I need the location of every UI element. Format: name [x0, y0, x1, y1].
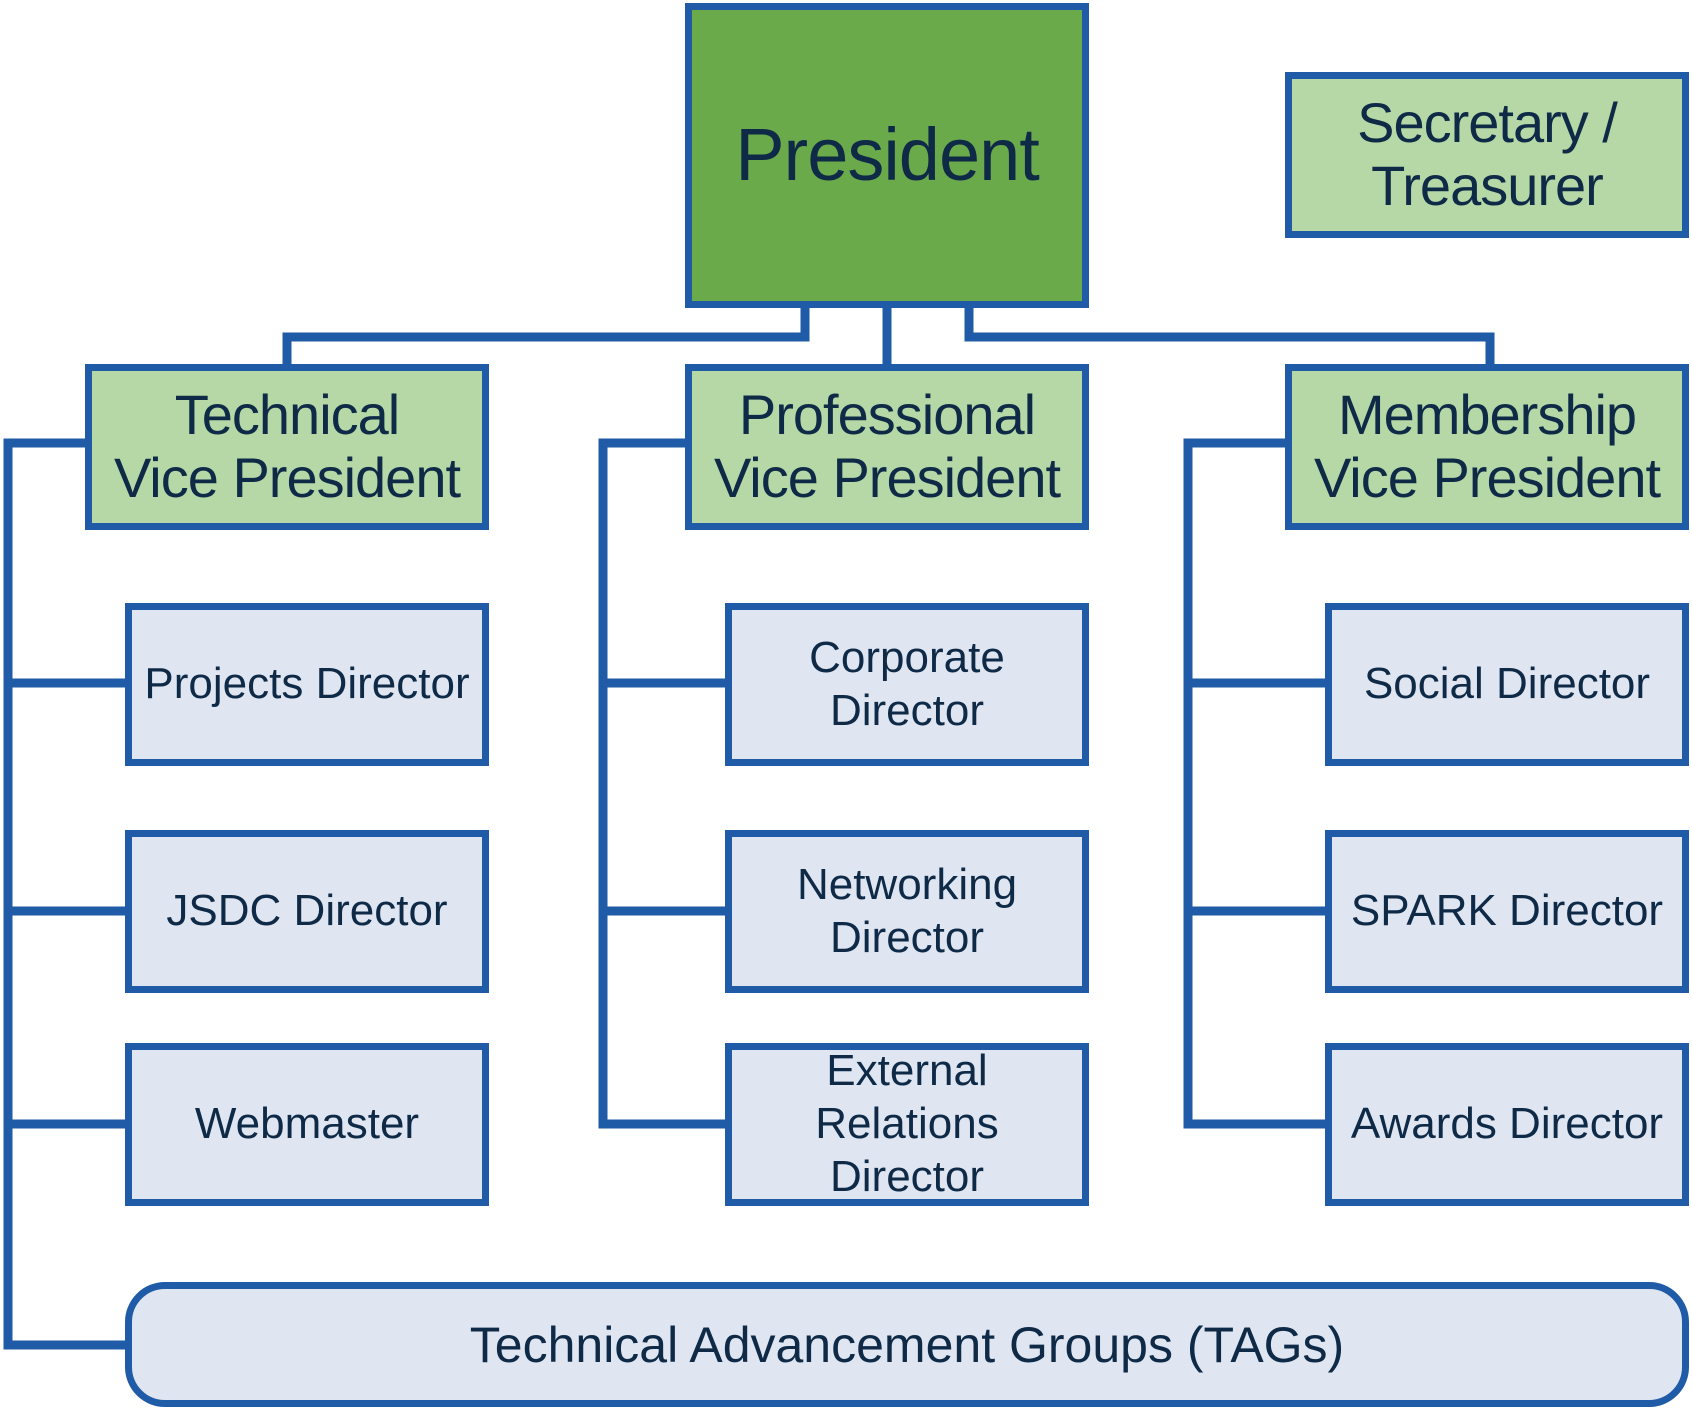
spark-director-box: SPARK Director [1325, 830, 1689, 993]
external-relations-director-box: External Relations Director [725, 1043, 1089, 1206]
webmaster-label: Webmaster [194, 1099, 420, 1149]
secretary-treasurer-box: Secretary / Treasurer [1285, 72, 1689, 238]
connector-president-membership-vp [964, 300, 1495, 372]
webmaster-box: Webmaster [125, 1043, 489, 1206]
tags-label: Technical Advancement Groups (TAGs) [469, 1316, 1345, 1373]
membership-vp-label: Membership Vice President [1313, 383, 1661, 509]
secretary-treasurer-label: Secretary / Treasurer [1357, 91, 1618, 217]
technical-vp-box: Technical Vice President [85, 364, 489, 530]
president-label: President [735, 113, 1040, 197]
connector-president-technical-vp [282, 300, 810, 372]
projects-director-box: Projects Director [125, 603, 489, 766]
social-director-label: Social Director [1363, 659, 1651, 709]
awards-director-label: Awards Director [1350, 1099, 1664, 1149]
awards-director-box: Awards Director [1325, 1043, 1689, 1206]
social-director-box: Social Director [1325, 603, 1689, 766]
corporate-director-label: Corporate Director [809, 632, 1005, 735]
networking-director-label: Networking Director [796, 859, 1018, 962]
projects-director-label: Projects Director [144, 659, 470, 709]
connector-membership-spine [1183, 438, 1332, 1129]
technical-vp-label: Technical Vice President [113, 383, 461, 509]
networking-director-box: Networking Director [725, 830, 1089, 993]
external-relations-director-label: External Relations Director [815, 1046, 999, 1201]
president-box: President [685, 3, 1089, 308]
jsdc-director-box: JSDC Director [125, 830, 489, 993]
connector-professional-spine [598, 438, 732, 1129]
jsdc-director-label: JSDC Director [166, 886, 448, 936]
corporate-director-box: Corporate Director [725, 603, 1089, 766]
tags-box: Technical Advancement Groups (TAGs) [125, 1282, 1689, 1407]
membership-vp-box: Membership Vice President [1285, 364, 1689, 530]
connector-technical-spine [3, 438, 132, 1350]
professional-vp-box: Professional Vice President [685, 364, 1089, 530]
spark-director-label: SPARK Director [1350, 886, 1664, 936]
professional-vp-label: Professional Vice President [713, 383, 1061, 509]
